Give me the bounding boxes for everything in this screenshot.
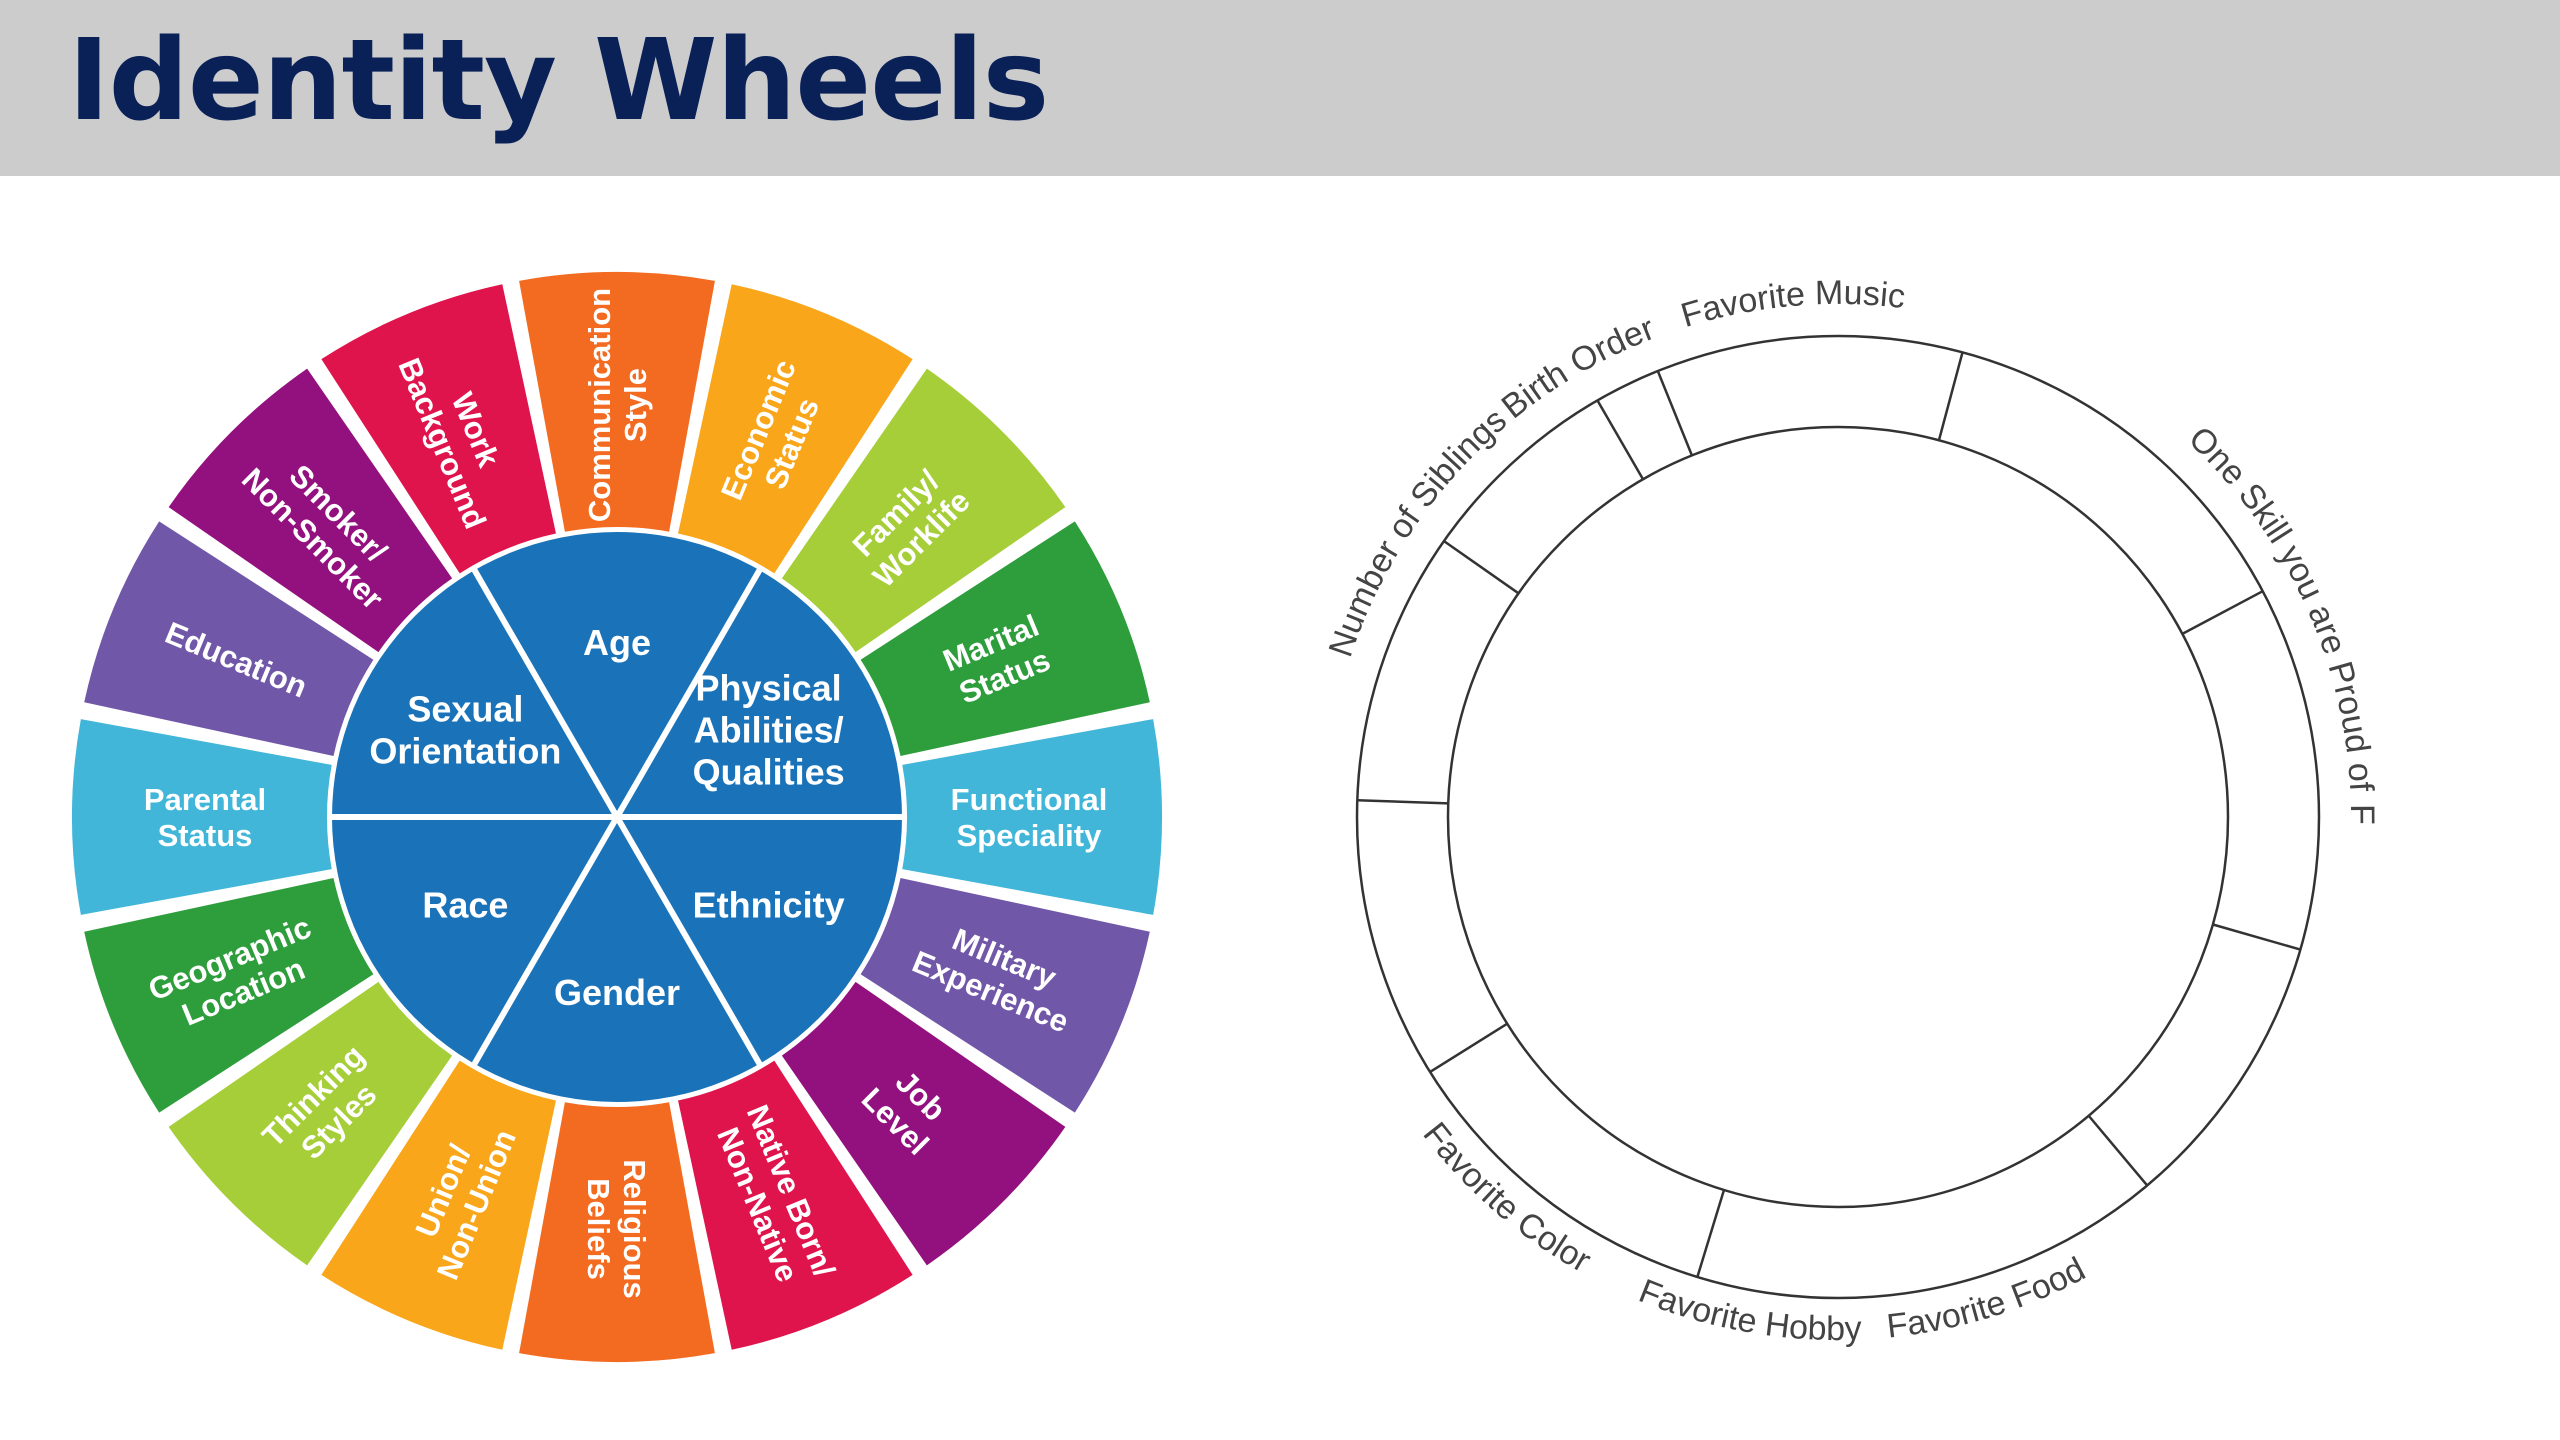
ring-divider [1443, 540, 1520, 595]
ring-divider [2181, 590, 2264, 636]
ring-label-favorite-music: Favorite Music [1677, 274, 1907, 335]
outer-segment-communication-style [519, 272, 715, 532]
ring-divider [1596, 399, 1645, 480]
inner-divider [471, 568, 620, 819]
ring-divider [1656, 370, 1694, 456]
inner-ring [1446, 425, 2230, 1209]
ring-label-personal-motto: Personal Motto [0, 0, 14, 8]
page-title: Identity Wheels [68, 16, 1049, 146]
outer-ring [1355, 334, 2321, 1300]
ring-divider [1429, 1022, 1508, 1073]
inner-label-race: Race [422, 885, 508, 926]
inner-label-age: Age [583, 622, 651, 663]
ring-divider [1357, 798, 1449, 805]
outer-segment-geographic-location [84, 878, 374, 1113]
ring-divider [1937, 352, 1964, 441]
inner-divider [614, 815, 763, 1066]
inner-label-ethnicity: Ethnicity [693, 885, 845, 926]
ring-divider [2087, 1114, 2149, 1187]
ring-label-favorite-food: Favorite Food [1885, 1250, 2092, 1346]
outer-segment-marital-status [860, 521, 1150, 756]
ring-divider [1696, 1189, 1726, 1278]
inner-divider [614, 568, 763, 819]
outer-segment-functional-speciality [902, 719, 1162, 915]
outer-segment-job-level [781, 981, 1066, 1266]
outer-segment-union-non-union [321, 1060, 556, 1350]
title-bar: Identity Wheels [0, 0, 2560, 176]
outer-segment-economic-status [678, 284, 913, 574]
inner-label-gender: Gender [554, 972, 680, 1013]
outer-label-communication-style: CommunicationStyle [582, 288, 653, 522]
outer-segment-native-born-non-native [678, 1060, 913, 1350]
ring-label-one-skill-you-are-proud-of: One Skill you are Proud of [2181, 419, 2380, 793]
ring-divider [2212, 923, 2301, 951]
ring-label-favorite-color: Favorite Color [1416, 1115, 1597, 1280]
outer-segment-work-background [321, 284, 556, 574]
outer-segment-military-experience [860, 878, 1150, 1113]
outer-label-religious-beliefs: ReligiousBeliefs [581, 1159, 652, 1299]
outer-label-union-non-union: Union/Non-Union [397, 1111, 523, 1285]
ring-label-favorite-hobby: Favorite Hobby [1634, 1272, 1863, 1348]
ring-label-birth-order: Birth Order [1495, 309, 1660, 426]
outer-segment-thinking-styles [168, 981, 453, 1266]
outer-segment-family-worklife [781, 368, 1066, 653]
outer-segment-parental-status [72, 719, 332, 915]
ring-label-favorite-book: Favorite Book [0, 0, 11, 8]
inner-divider [471, 815, 620, 1066]
ring-label-number-of-siblings: Number of Siblings [1322, 401, 1514, 662]
outer-segment-religious-beliefs [519, 1102, 715, 1362]
outer-segment-smoker-non-smoker [168, 368, 453, 653]
outer-segment-education [84, 521, 374, 756]
